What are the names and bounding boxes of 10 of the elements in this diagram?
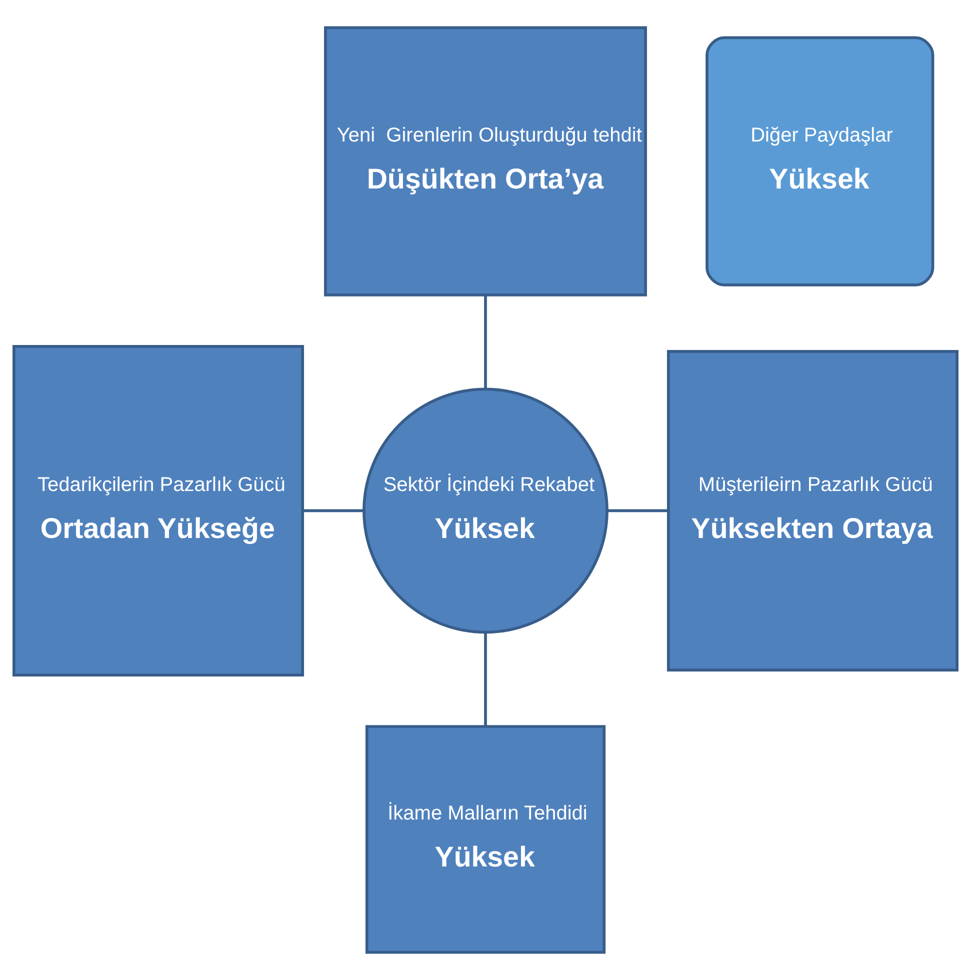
connector — [484, 294, 487, 388]
node-box: İkame Malların Tehdidi Yüksek — [365, 724, 606, 954]
node-box: Diğer Paydaşlar Yüksek — [706, 36, 934, 286]
connector — [302, 508, 364, 512]
connector — [608, 508, 668, 512]
node-box: Müşterileirn Pazarlık Gücü Yüksekten Ortaya — [666, 349, 958, 671]
node-box: Yeni Girenlerin Oluşturduğu tehdit Düşükten Orta’ya — [324, 26, 647, 296]
node-circle: Sektör İçindeki Rekabet Yüksek — [362, 387, 608, 634]
node-box: Tedarikçilerin Pazarlık Gücü Ortadan Yükseğe — [12, 344, 304, 676]
connector — [484, 632, 487, 726]
